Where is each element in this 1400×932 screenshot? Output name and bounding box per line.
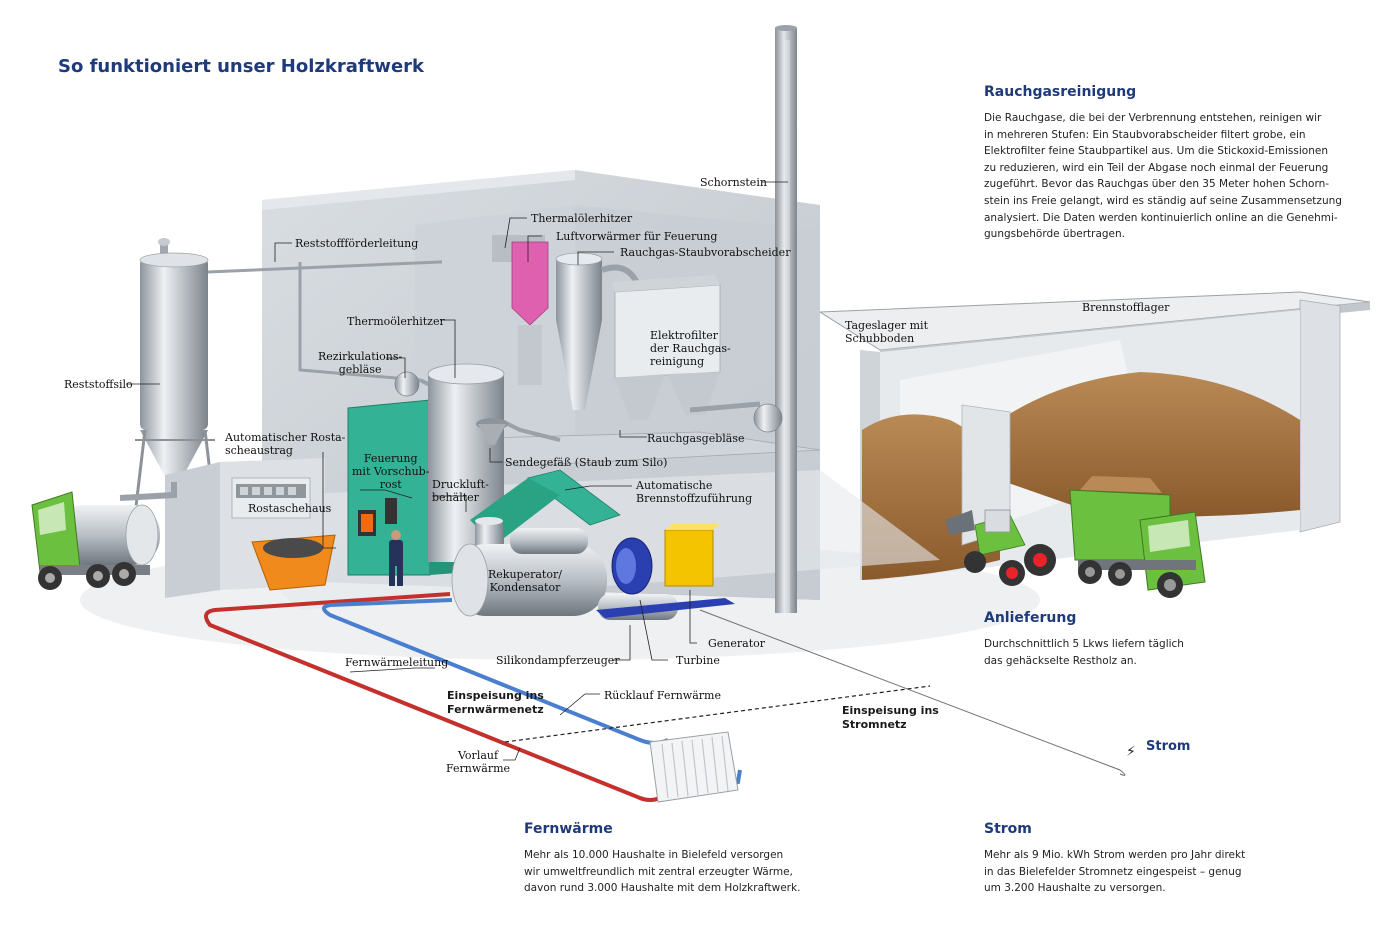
label-druckluftbehaelter: Druckluft- behälter: [432, 478, 489, 504]
label-einspeisung-stromnetz: Einspeisung ins Stromnetz: [842, 704, 939, 731]
label-reststoffsilo: Reststoffsilo: [64, 378, 133, 391]
ash-house: [165, 458, 325, 598]
label-vorlauf: Vorlauf Fernwärme: [446, 749, 511, 775]
transmitter-vessel: [476, 418, 508, 445]
radiator: [649, 731, 739, 803]
section-text: Die Rauchgase, die bei der Verbrennung e…: [984, 112, 1342, 241]
section-text: Mehr als 10.000 Haushalte in Bielefeld v…: [524, 849, 801, 895]
worker-figure: [389, 530, 403, 586]
label-rekuperator: Rekuperator/ Kondensator: [488, 568, 562, 594]
label-rauchgas-staubvorabscheider: Rauchgas-Staubvorabscheider: [620, 246, 791, 259]
thermo-oil-heater: [427, 363, 505, 562]
section-rauchgasreinigung: Rauchgasreinigung Die Rauchgase, die bei…: [984, 84, 1384, 243]
section-heading: Fernwärme: [524, 821, 613, 837]
section-text: Durchschnittlich 5 Lkws liefern täglich …: [984, 638, 1184, 667]
label-fernwaermeleitung: Fernwärmeleitung: [345, 656, 449, 669]
section-heading: Rauchgasreinigung: [984, 84, 1137, 100]
label-turbine: Turbine: [676, 654, 720, 667]
recirculation-fan: [394, 371, 420, 397]
label-brennstoffzufuehrung: Automatische Brennstoffzuführung: [636, 479, 753, 505]
label-rostaschehaus: Rostaschehaus: [248, 502, 332, 515]
label-ruecklauf: Rücklauf Fernwärme: [604, 689, 721, 702]
section-anlieferung: Anlieferung Durchschnittlich 5 Lkws lief…: [984, 610, 1364, 669]
lightning-icon: ⚡: [1126, 744, 1136, 760]
label-tageslager: Tageslager mit Schubboden: [845, 319, 928, 345]
section-heading: Anlieferung: [984, 610, 1077, 626]
label-feuerung: Feuerung mit Vorschub- rost: [352, 452, 430, 491]
turbine: [611, 537, 653, 595]
label-einspeisung-fernwaermenetz: Einspeisung ins Fernwärmenetz: [447, 689, 544, 716]
label-thermaloelerhitzer: Thermalölerhitzer: [531, 212, 633, 225]
leader-lines: [126, 181, 788, 761]
electrostatic-filter: [612, 275, 721, 420]
loader-tractor: [945, 509, 1056, 586]
generator: [664, 524, 720, 587]
flue-gas-fan: [689, 401, 783, 433]
label-rezirkulationsgeblaese: Rezirkulations- gebläse: [318, 350, 403, 376]
section-strom: Strom Mehr als 9 Mio. kWh Strom werden p…: [984, 821, 1364, 897]
label-luftvorwaermer: Luftvorwärmer für Feuerung: [556, 230, 718, 243]
recuperator-condenser: [451, 528, 607, 617]
cyclone-separator: [555, 252, 643, 410]
label-sendegefaess: Sendegefäß (Staub zum Silo): [505, 456, 668, 469]
tanker-truck: [31, 491, 160, 590]
label-brennstofflager: Brennstofflager: [1082, 301, 1170, 314]
label-schornstein: Schornstein: [700, 176, 767, 189]
label-reststofffoerderleitung: Reststoffförderleitung: [295, 237, 419, 250]
label-elektrofilter: Elektrofilter der Rauchgas- reinigung: [650, 329, 731, 368]
label-silikondampferzeuger: Silikondampferzeuger: [496, 654, 620, 667]
chimney: [775, 25, 797, 615]
label-rostascheaustrag: Automatischer Rosta- scheaustrag: [225, 431, 346, 457]
label-thermooelerhitzer: Thermoölerhitzer: [347, 315, 445, 328]
section-heading: Strom: [984, 821, 1032, 837]
dump-truck: [1069, 476, 1206, 598]
fuel-storage-hall: [818, 291, 1371, 580]
page-title: So funktioniert unser Holzkraftwerk: [58, 56, 424, 77]
label-generator: Generator: [708, 637, 766, 650]
feed-in-dashed-line: [504, 685, 931, 743]
label-strom: Strom: [1146, 739, 1191, 754]
section-text: Mehr als 9 Mio. kWh Strom werden pro Jah…: [984, 849, 1246, 895]
air-preheater: [492, 235, 549, 385]
section-fernwaerme: Fernwärme Mehr als 10.000 Haushalte in B…: [524, 821, 904, 897]
ash-container: [251, 534, 336, 591]
label-rauchgasgeblaese: Rauchgasgebläse: [647, 432, 745, 445]
